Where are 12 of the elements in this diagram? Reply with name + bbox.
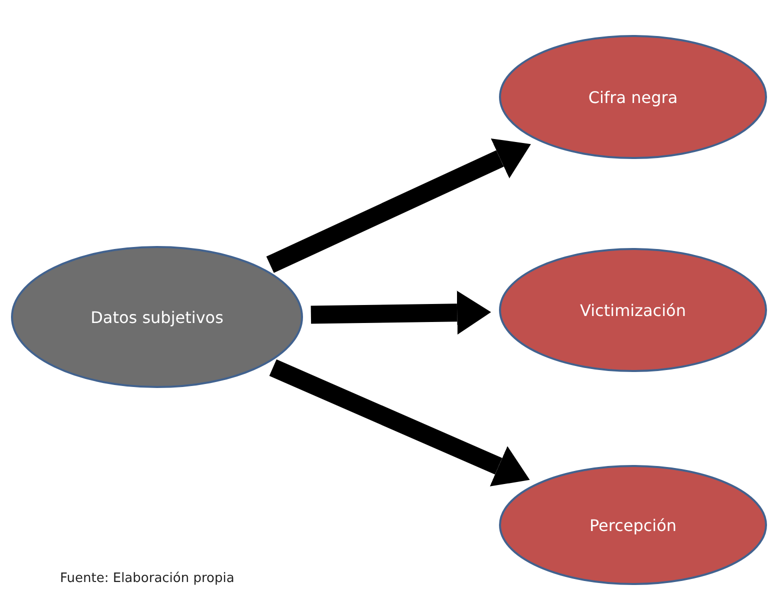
source-ellipse — [11, 246, 303, 388]
category-ellipse — [499, 248, 767, 372]
category-ellipse — [499, 35, 767, 159]
arrow — [269, 359, 530, 486]
node-label: Cifra negra — [588, 88, 678, 106]
node-label: Percepción — [589, 516, 677, 534]
source-note: Fuente: Elaboración propia — [60, 571, 234, 586]
arrow — [266, 138, 531, 273]
arrow — [310, 290, 492, 335]
node-label: Victimización — [580, 300, 686, 320]
category-ellipse — [499, 465, 767, 585]
node-label: Datos subjetivos — [90, 308, 224, 326]
